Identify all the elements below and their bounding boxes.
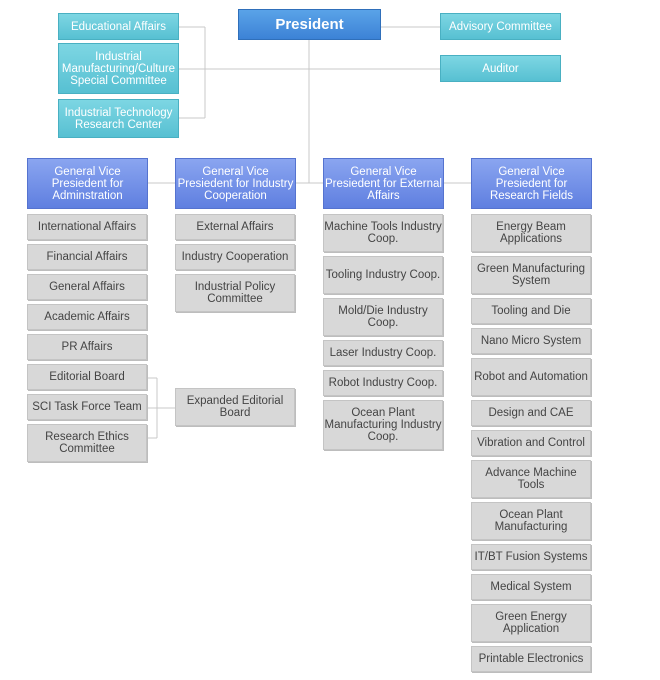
committee-industrial-technology-research[interactable]: Industrial Technology Research Center <box>58 99 179 138</box>
vp-industry-cooperation[interactable]: General Vice Presiedent for Industry Coo… <box>175 158 296 209</box>
field-green-manufacturing[interactable]: Green Manufacturing System <box>471 256 591 294</box>
committee-auditor[interactable]: Auditor <box>440 55 561 82</box>
dept-sci-task-force[interactable]: SCI Task Force Team <box>27 394 147 420</box>
committee-advisory[interactable]: Advisory Committee <box>440 13 561 40</box>
dept-mold-die-coop[interactable]: Mold/Die Industry Coop. <box>323 298 443 336</box>
vp-research-fields[interactable]: General Vice Presiedent for Research Fie… <box>471 158 592 209</box>
field-robot-automation[interactable]: Robot and Automation <box>471 358 591 396</box>
dept-machine-tools-coop[interactable]: Machine Tools Industry Coop. <box>323 214 443 252</box>
dept-pr-affairs[interactable]: PR Affairs <box>27 334 147 360</box>
vp-administration[interactable]: General Vice Presiedent for Adminstratio… <box>27 158 148 209</box>
dept-international-affairs[interactable]: International Affairs <box>27 214 147 240</box>
committee-educational-affairs[interactable]: Educational Affairs <box>58 13 179 40</box>
dept-industry-cooperation[interactable]: Industry Cooperation <box>175 244 295 270</box>
dept-academic-affairs[interactable]: Academic Affairs <box>27 304 147 330</box>
dept-tooling-coop[interactable]: Tooling Industry Coop. <box>323 256 443 294</box>
committee-industrial-manufacturing[interactable]: Industrial Manufacturing/Culture Special… <box>58 43 179 94</box>
dept-editorial-board[interactable]: Editorial Board <box>27 364 147 390</box>
dept-research-ethics[interactable]: Research Ethics Committee <box>27 424 147 462</box>
field-green-energy[interactable]: Green Energy Application <box>471 604 591 642</box>
dept-external-affairs[interactable]: External Affairs <box>175 214 295 240</box>
dept-robot-coop[interactable]: Robot Industry Coop. <box>323 370 443 396</box>
dept-laser-coop[interactable]: Laser Industry Coop. <box>323 340 443 366</box>
field-printable-electronics[interactable]: Printable Electronics <box>471 646 591 672</box>
dept-general-affairs[interactable]: General Affairs <box>27 274 147 300</box>
dept-financial-affairs[interactable]: Financial Affairs <box>27 244 147 270</box>
field-tooling-die[interactable]: Tooling and Die <box>471 298 591 324</box>
vp-external-affairs[interactable]: General Vice Presiedent for External Aff… <box>323 158 444 209</box>
field-vibration-control[interactable]: Vibration and Control <box>471 430 591 456</box>
field-ocean-plant[interactable]: Ocean Plant Manufacturing <box>471 502 591 540</box>
field-nano-micro[interactable]: Nano Micro System <box>471 328 591 354</box>
dept-expanded-editorial-board[interactable]: Expanded Editorial Board <box>175 388 295 426</box>
field-energy-beam[interactable]: Energy Beam Applications <box>471 214 591 252</box>
field-medical-system[interactable]: Medical System <box>471 574 591 600</box>
dept-industrial-policy[interactable]: Industrial Policy Committee <box>175 274 295 312</box>
field-it-bt-fusion[interactable]: IT/BT Fusion Systems <box>471 544 591 570</box>
field-design-cae[interactable]: Design and CAE <box>471 400 591 426</box>
field-advance-machine-tools[interactable]: Advance Machine Tools <box>471 460 591 498</box>
dept-ocean-plant-coop[interactable]: Ocean Plant Manufacturing Industry Coop. <box>323 400 443 450</box>
president-box[interactable]: President <box>238 9 381 40</box>
